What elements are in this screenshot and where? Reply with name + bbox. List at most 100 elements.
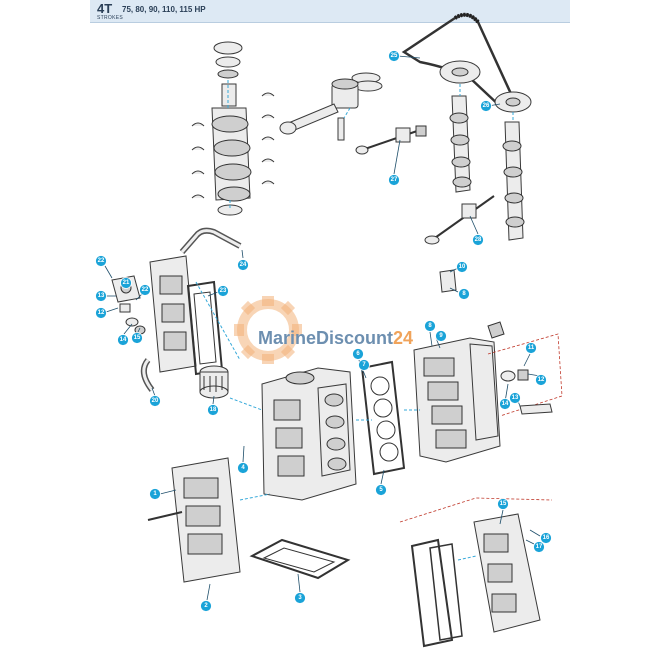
cam-pulley-intake [439,60,481,84]
svg-text:7: 7 [362,362,366,368]
crank-seal-top [213,41,243,79]
crankcase-cover [473,513,541,633]
piston-pin [337,117,345,141]
svg-text:26: 26 [483,103,490,109]
callout-12-right: 12 [527,373,547,386]
main-bearings-right [261,92,275,185]
svg-text:8: 8 [462,291,466,297]
svg-text:9: 9 [439,333,443,339]
oil-cap [487,321,505,339]
svg-text:22: 22 [142,287,149,293]
callout-8-lower: 8 [424,320,436,347]
hose-24 [179,227,242,254]
callout-28: 28 [469,215,484,246]
brand-sub: STROKES [97,15,123,21]
sensor-13 [519,403,553,415]
callout-4: 4 [237,445,249,474]
callout-27: 27 [388,139,401,186]
callout-12-left: 12 [95,307,119,319]
callout-16: 16 [529,529,552,544]
svg-text:22: 22 [98,258,105,264]
svg-text:20: 20 [152,398,159,404]
svg-text:6: 6 [356,351,360,357]
svg-text:14: 14 [120,337,127,343]
callout-11: 11 [523,342,537,367]
hose-20 [140,358,155,392]
main-bearings-left [191,122,205,199]
svg-text:12: 12 [98,310,105,316]
svg-text:8: 8 [428,323,432,329]
callout-3: 3 [294,573,306,604]
cylinder-block [261,367,357,501]
camshaft-intake [449,95,472,193]
watermark-text: MarineDiscount24 [258,328,413,348]
callout-13-right: 13 [509,392,521,407]
oil-filter [199,365,229,399]
svg-text:23: 23 [220,288,227,294]
svg-text:14: 14 [502,401,509,407]
piston [331,78,359,109]
callout-14-left: 14 [117,323,133,346]
svg-text:25: 25 [391,53,398,59]
svg-text:4: 4 [241,465,245,471]
callouts: 1 2 3 4 5 6 7 8 8 9 10 11 12 12 13 13 14… [95,50,552,612]
valve-exhaust [424,195,495,245]
callout-18: 18 [207,395,219,416]
svg-text:13: 13 [512,395,519,401]
svg-text:3: 3 [298,595,302,601]
svg-text:18: 18 [210,407,217,413]
callout-22-mid: 22 [135,284,151,301]
watermark-gear-icon [234,296,302,364]
leader-lines [195,80,514,561]
watermark: MarineDiscount24 [234,296,413,364]
callout-26: 26 [480,100,501,112]
cam-pulley-exhaust [494,91,532,113]
callout-10: 10 [449,261,468,273]
svg-text:21: 21 [123,280,130,286]
intake-manifold [147,457,241,583]
svg-text:15: 15 [134,335,141,341]
callout-22-top: 22 [95,255,113,279]
callout-14-right: 14 [499,383,511,410]
crankshaft [211,83,252,202]
cylinder-head [413,337,501,463]
callout-1: 1 [149,488,177,500]
svg-text:12: 12 [538,377,545,383]
callout-2: 2 [200,583,212,612]
connecting-rod [279,103,339,135]
thermostat-right [500,369,529,382]
callout-13-left: 13 [95,290,116,302]
callout-9: 9 [435,330,447,349]
svg-text:24: 24 [240,262,247,268]
callout-7: 7 [358,359,370,379]
lower-dashed-outline [399,497,553,523]
valve-spring-intake [395,125,427,143]
exhaust-cover-left [149,255,197,373]
svg-text:2: 2 [204,603,208,609]
svg-text:13: 13 [98,293,105,299]
callout-15-right: 15 [497,498,509,525]
svg-text:1: 1 [153,491,157,497]
svg-text:17: 17 [536,544,543,550]
callout-20: 20 [149,387,161,407]
fitting-8 [439,269,457,293]
svg-text:10: 10 [459,264,466,270]
brand-main: 4T [97,1,113,16]
callout-8-upper: 8 [449,287,470,300]
svg-text:16: 16 [543,535,550,541]
callout-5: 5 [375,469,387,496]
callout-23: 23 [207,285,229,297]
manifold-gasket-3 [249,538,351,580]
svg-text:28: 28 [475,237,482,243]
svg-text:11: 11 [528,345,535,351]
callout-25: 25 [388,50,421,62]
header-bar [90,0,570,23]
thermostat-small-parts [119,303,146,335]
callout-24: 24 [237,249,249,271]
svg-text:5: 5 [379,487,383,493]
callout-17: 17 [525,539,545,553]
camshaft-exhaust [502,121,525,241]
model-list: 75, 80, 90, 110, 115 HP [122,5,206,14]
callout-15-left: 15 [131,327,143,344]
